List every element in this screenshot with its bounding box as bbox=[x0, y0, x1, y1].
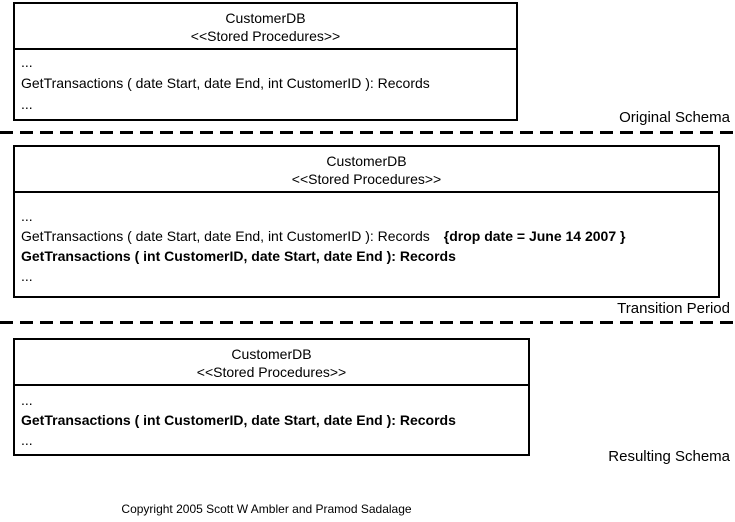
transition-period-box-body: ... GetTransactions ( date Start, date E… bbox=[15, 193, 718, 286]
resulting-schema-box-body: ... GetTransactions ( int CustomerID, da… bbox=[15, 386, 528, 450]
procedure-signature: GetTransactions ( date Start, date End, … bbox=[21, 228, 430, 244]
transition-period-box-header: CustomerDB <<Stored Procedures>> bbox=[15, 147, 718, 193]
procedure-signature: GetTransactions ( date Start, date End, … bbox=[21, 75, 430, 91]
stereotype-label: <<Stored Procedures>> bbox=[190, 28, 341, 44]
original-schema-box-header: CustomerDB <<Stored Procedures>> bbox=[15, 4, 516, 50]
ellipsis-line: ... bbox=[21, 54, 33, 70]
ellipsis-line: ... bbox=[21, 268, 33, 284]
procedure-signature: GetTransactions ( int CustomerID, date S… bbox=[21, 412, 456, 428]
schema-phase-divider bbox=[0, 321, 735, 324]
original-schema-box-body: ... GetTransactions ( date Start, date E… bbox=[15, 50, 516, 115]
resulting-schema-box: CustomerDB <<Stored Procedures>> ... Get… bbox=[13, 338, 530, 456]
new-procedure-signature: GetTransactions ( int CustomerID, date S… bbox=[21, 248, 456, 264]
deprecated-procedure-line: GetTransactions ( date Start, date End, … bbox=[21, 226, 712, 246]
transition-period-label: Transition Period bbox=[617, 300, 730, 317]
original-schema-box: CustomerDB <<Stored Procedures>> ... Get… bbox=[13, 2, 518, 121]
transition-period-box: CustomerDB <<Stored Procedures>> ... Get… bbox=[13, 145, 720, 298]
ellipsis-line: ... bbox=[21, 96, 33, 112]
database-title: CustomerDB bbox=[326, 153, 407, 169]
database-title: CustomerDB bbox=[231, 346, 312, 362]
resulting-schema-label: Resulting Schema bbox=[608, 448, 730, 465]
stereotype-label: <<Stored Procedures>> bbox=[196, 364, 347, 380]
database-title: CustomerDB bbox=[225, 10, 306, 26]
original-schema-label: Original Schema bbox=[619, 109, 730, 126]
schema-phase-divider bbox=[0, 131, 735, 134]
stereotype-label: <<Stored Procedures>> bbox=[291, 171, 442, 187]
ellipsis-line: ... bbox=[21, 432, 33, 448]
ellipsis-line: ... bbox=[21, 208, 33, 224]
drop-date-annotation: {drop date = June 14 2007 } bbox=[443, 228, 626, 244]
copyright-notice: Copyright 2005 Scott W Ambler and Pramod… bbox=[121, 502, 412, 516]
ellipsis-line: ... bbox=[21, 392, 33, 408]
resulting-schema-box-header: CustomerDB <<Stored Procedures>> bbox=[15, 340, 528, 386]
